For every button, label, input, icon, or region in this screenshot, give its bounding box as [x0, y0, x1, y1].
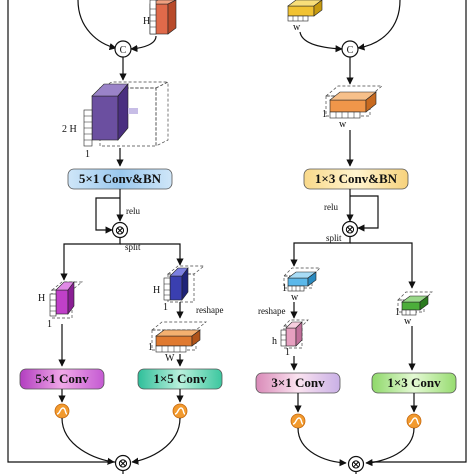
left-split-cube-b: H 1 [153, 265, 205, 313]
left-a-h-label: H [38, 293, 45, 304]
right-relu-label: relu [324, 202, 338, 212]
right-concat-feature-cube: 1 w [322, 85, 383, 130]
right-a-1-label: 1 [282, 283, 287, 294]
right-reshape-label: reshape [258, 306, 285, 316]
left-cube-1-label: 1 [85, 149, 90, 160]
left-b-1-label: 1 [163, 302, 168, 313]
left-merge-arrow-a [61, 417, 115, 465]
left-multiply-label: ⊗ [115, 223, 126, 238]
right-conv-b-label: 1×3 Conv [387, 375, 441, 390]
right-conv-bn-box: 1×3 Conv&BN [303, 168, 409, 190]
left-concat-arrow-b [130, 35, 157, 53]
left-split-arrow-a [60, 238, 121, 281]
left-conv-bn-box: 5×1 Conv&BN [67, 168, 173, 190]
left-conv-b-label: 1×5 Conv [153, 371, 207, 386]
left-skip-connection [7, 0, 118, 463]
right-split-arrow-b [350, 242, 416, 289]
right-concat-label: C [347, 45, 354, 56]
left-conv-a-box: 5×1 Conv [19, 368, 105, 390]
left-merge-arrow-b [131, 417, 181, 465]
right-cube-1-label: 1 [322, 109, 327, 120]
left-split-cube-a: H 1 [38, 281, 83, 330]
right-reshaped-cube: h 1 [272, 319, 309, 358]
left-conv-bn-label: 5×1 Conv&BN [79, 171, 162, 186]
right-conv-b-box: 1×3 Conv [371, 372, 457, 394]
left-top-h-label: H [143, 16, 150, 27]
right-multiply-label: ⊗ [345, 222, 356, 237]
left-a-1-label: 1 [47, 319, 52, 330]
left-multiply-node [111, 221, 129, 239]
right-split-arrow-a [290, 237, 351, 267]
left-concat-feature-cube: 2 H 1 [62, 81, 169, 160]
right-merge-arrow-b [365, 427, 415, 467]
left-branch: H C 2 H 1 5×1 Conv [19, 0, 223, 474]
right-tall-1-label: 1 [285, 347, 290, 358]
left-relu-bypass [95, 197, 120, 234]
right-sigmoid-icon-b [406, 413, 422, 429]
right-concat-arrow-a [299, 31, 343, 53]
right-branch: w C 1 w 1×3 Conv&BN relu [255, 0, 457, 474]
right-merge-arrow-a [297, 427, 347, 467]
right-final-multiply-label: ⊗ [351, 457, 362, 472]
right-split-cube-a: 1 w [282, 267, 321, 303]
left-concat-label: C [120, 45, 127, 56]
left-b-h-label: H [153, 285, 160, 296]
right-sigmoid-icon-a [290, 413, 306, 429]
right-concat-arrow-b [357, 0, 401, 51]
left-split-label: split [125, 242, 141, 252]
left-sigmoid-icon-a [54, 403, 70, 419]
right-b-1-label: 1 [395, 307, 400, 318]
right-b-w-label: w [404, 316, 412, 327]
right-tall-h-label: h [272, 336, 277, 347]
left-reshaped-cube: 1 W [148, 321, 207, 364]
left-flat-1-label: 1 [148, 342, 153, 353]
right-conv-bn-label: 1×3 Conv&BN [315, 171, 398, 186]
right-top-w-label: w [293, 22, 301, 33]
left-concat-arrow-a [77, 0, 117, 51]
right-a-w-label: w [291, 292, 299, 303]
right-multiply-node [341, 220, 359, 238]
right-skip-connection [370, 0, 467, 463]
right-split-label: split [326, 233, 342, 243]
right-top-feature-cube: w [287, 0, 323, 33]
left-reshape-label: reshape [196, 305, 223, 315]
right-split-cube-b: 1 w [395, 291, 433, 327]
right-relu-bypass [350, 195, 379, 232]
left-relu-label: relu [126, 206, 140, 216]
right-conv-a-label: 3×1 Conv [271, 375, 325, 390]
left-flat-w-label: W [165, 353, 175, 364]
left-split-arrow-b [120, 243, 184, 266]
left-top-feature-cube: H [143, 0, 177, 35]
right-cube-w-label: w [339, 119, 347, 130]
left-sigmoid-icon-b [172, 403, 188, 419]
left-cube-2h-label: 2 H [62, 124, 77, 135]
left-conv-a-label: 5×1 Conv [35, 371, 89, 386]
right-conv-a-box: 3×1 Conv [255, 372, 341, 394]
left-conv-b-box: 1×5 Conv [137, 368, 223, 390]
left-final-multiply-label: ⊗ [118, 456, 129, 471]
